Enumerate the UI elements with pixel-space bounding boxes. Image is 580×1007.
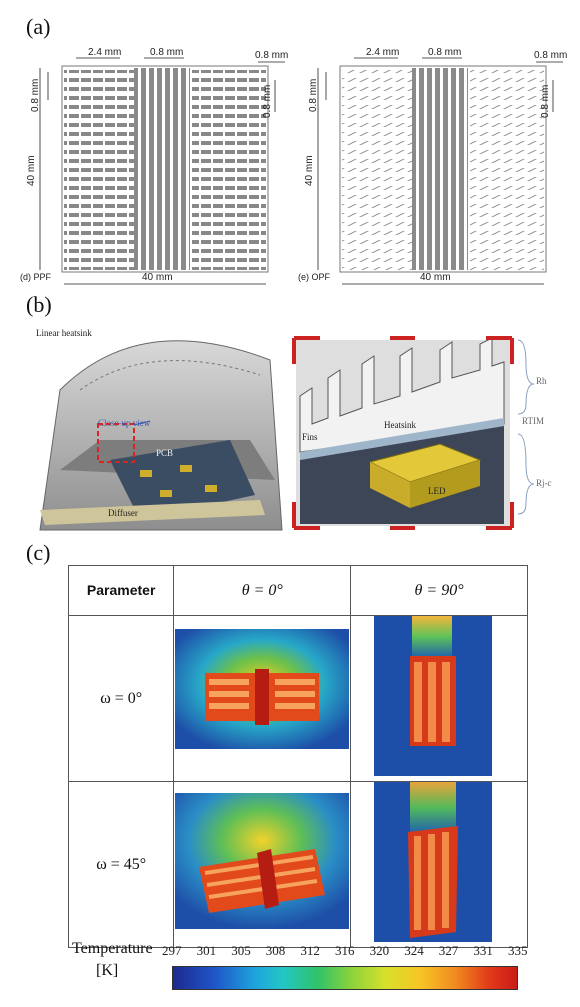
rjc-label: Rj-c xyxy=(536,478,552,488)
ppf-fin-pattern xyxy=(39,57,285,285)
colorbar-tick-label: 308 xyxy=(265,943,286,958)
rh-label: Rh xyxy=(536,376,547,386)
row-omega-0: ω = 0° xyxy=(67,615,175,782)
cell-omega45-theta0 xyxy=(173,781,352,948)
opf-spacing-label: 2.4 mm xyxy=(366,47,400,58)
cell-omega0-theta90 xyxy=(350,615,528,782)
heatsink-label: Heatsink xyxy=(384,420,416,430)
thermal-results-table: Parameter θ = 0° θ = 90° ω = 0° xyxy=(67,565,528,948)
ppf-vertical-gap-label: 0.8 mm xyxy=(30,78,41,112)
thermal-map-omega45-theta90 xyxy=(374,782,493,942)
opf-vertical-gap-right-label: 0.8 mm xyxy=(540,84,551,118)
ppf-height-label: 40 mm xyxy=(26,155,37,186)
cell-omega0-theta0 xyxy=(173,615,352,782)
opf-right-gap-label: 0.8 mm xyxy=(534,50,568,61)
opf-height-label: 40 mm xyxy=(304,155,315,186)
panel-c-label: (c) xyxy=(26,540,51,565)
thermal-map-omega0-theta90 xyxy=(374,616,493,776)
panel-b-label: (b) xyxy=(26,292,52,317)
colorbar-unit: [K] xyxy=(96,962,119,979)
colorbar-tick-label: 335 xyxy=(508,943,528,958)
colorbar-tick-label: 327 xyxy=(438,943,459,958)
led-label: LED xyxy=(428,486,446,496)
ppf-vertical-gap-right-label: 0.8 mm xyxy=(262,84,273,118)
rtim-label: RTIM xyxy=(522,416,544,426)
header-parameter: Parameter xyxy=(67,565,175,616)
opf-vertical-gap-label: 0.8 mm xyxy=(308,78,319,112)
colorbar-tick-label: 320 xyxy=(369,943,390,958)
colorbar-tick-label: 324 xyxy=(404,943,424,958)
opf-center-gap-label: 0.8 mm xyxy=(428,47,462,58)
closeup-label: Close-up view xyxy=(98,418,151,428)
panel-a-label: (a) xyxy=(26,14,51,39)
temperature-colorbar xyxy=(172,966,518,990)
colorbar-title: Temperature xyxy=(72,940,153,957)
ppf-spacing-label: 2.4 mm xyxy=(88,47,122,58)
ppf-center-gap-label: 0.8 mm xyxy=(150,47,184,58)
colorbar-tick-label: 297 xyxy=(162,943,182,958)
colorbar-tick-label: 312 xyxy=(300,943,320,958)
cell-omega45-theta90 xyxy=(350,781,528,948)
diffuser-label: Diffuser xyxy=(108,508,138,518)
linear-heatsink-illustration xyxy=(39,340,283,531)
ppf-right-gap-label: 0.8 mm xyxy=(255,50,289,61)
closeup-illustration xyxy=(292,336,535,530)
linear-heatsink-label: Linear heatsink xyxy=(36,328,92,338)
header-theta-90: θ = 90° xyxy=(350,565,528,616)
ppf-width-label: 40 mm xyxy=(142,272,173,283)
opf-fin-pattern xyxy=(317,57,563,285)
colorbar-tick-label: 305 xyxy=(231,943,251,958)
colorbar-tick-label: 331 xyxy=(473,943,493,958)
fins-label: Fins xyxy=(302,432,318,442)
opf-caption: (e) OPF xyxy=(298,272,331,282)
header-theta-0: θ = 0° xyxy=(173,565,352,616)
thermal-map-omega0-theta0 xyxy=(175,629,350,749)
pcb-label: PCB xyxy=(156,448,174,458)
colorbar-tick-label: 316 xyxy=(335,943,355,958)
thermal-map-omega45-theta0 xyxy=(175,793,350,929)
row-omega-45: ω = 45° xyxy=(67,781,175,948)
opf-width-label: 40 mm xyxy=(420,272,451,283)
colorbar-tick-label: 301 xyxy=(196,943,217,958)
ppf-caption: (d) PPF xyxy=(20,272,52,282)
